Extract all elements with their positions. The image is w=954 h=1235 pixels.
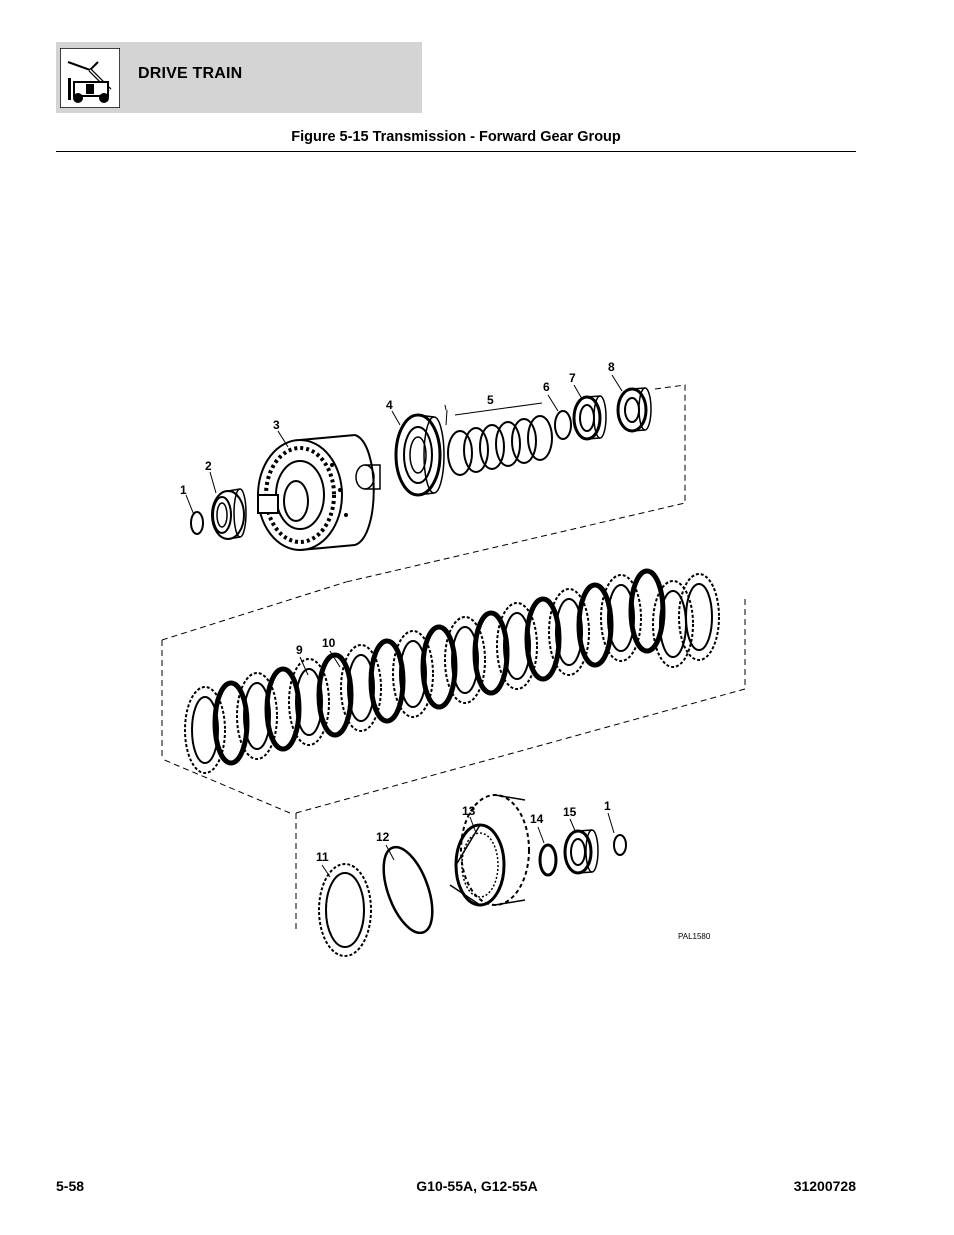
figure-title: Figure 5-15 Transmission - Forward Gear … — [291, 129, 621, 145]
callout-1-lower: 1 — [604, 799, 611, 813]
callout-2: 2 — [205, 459, 212, 473]
part-1-snap-ring-lower — [613, 834, 627, 856]
assembly-dashed-lines — [161, 384, 746, 930]
part-5-spring-pack — [447, 402, 553, 476]
part-3-clutch-drum — [257, 434, 381, 551]
callout-8: 8 — [608, 360, 615, 374]
callout-11: 11 — [316, 850, 329, 864]
callout-1: 1 — [180, 483, 187, 497]
forklift-icon — [60, 48, 120, 108]
callout-10: 10 — [322, 636, 336, 650]
exploded-parts-drawing: 1 2 3 4 5 6 7 8 9 10 11 12 13 14 15 1 PA… — [161, 360, 746, 957]
page-number: 5-58 — [56, 1178, 85, 1194]
figure-ref-code: PAL1580 — [678, 932, 711, 941]
part-4-piston — [394, 413, 445, 497]
callout-4: 4 — [386, 398, 393, 412]
callout-7: 7 — [569, 371, 576, 385]
callout-6: 6 — [543, 380, 550, 394]
part-6-snap-ring — [554, 410, 572, 440]
callout-12: 12 — [376, 830, 390, 844]
parts-9-10-clutch-disc-pack — [184, 568, 720, 774]
part-14-snap-ring — [538, 843, 558, 877]
part-11-disc — [318, 863, 372, 957]
callout-13: 13 — [462, 804, 476, 818]
part-15-bearing — [563, 829, 599, 875]
header-rule — [56, 151, 856, 152]
callout-leaders — [185, 374, 623, 878]
part-12-retaining-ring — [382, 845, 434, 935]
section-title: DRIVE TRAIN — [138, 65, 243, 82]
part-8-bearing — [616, 387, 652, 433]
part-2-bearing — [211, 488, 247, 540]
model-numbers: G10-55A, G12-55A — [416, 1178, 538, 1194]
callout-5: 5 — [487, 393, 494, 407]
part-7-bearing — [572, 395, 607, 441]
part-1-snap-ring — [190, 511, 204, 535]
callout-9: 9 — [296, 643, 303, 657]
callout-14: 14 — [530, 812, 544, 826]
callout-3: 3 — [273, 418, 280, 432]
callout-15: 15 — [563, 805, 577, 819]
document-number: 31200728 — [793, 1178, 856, 1194]
